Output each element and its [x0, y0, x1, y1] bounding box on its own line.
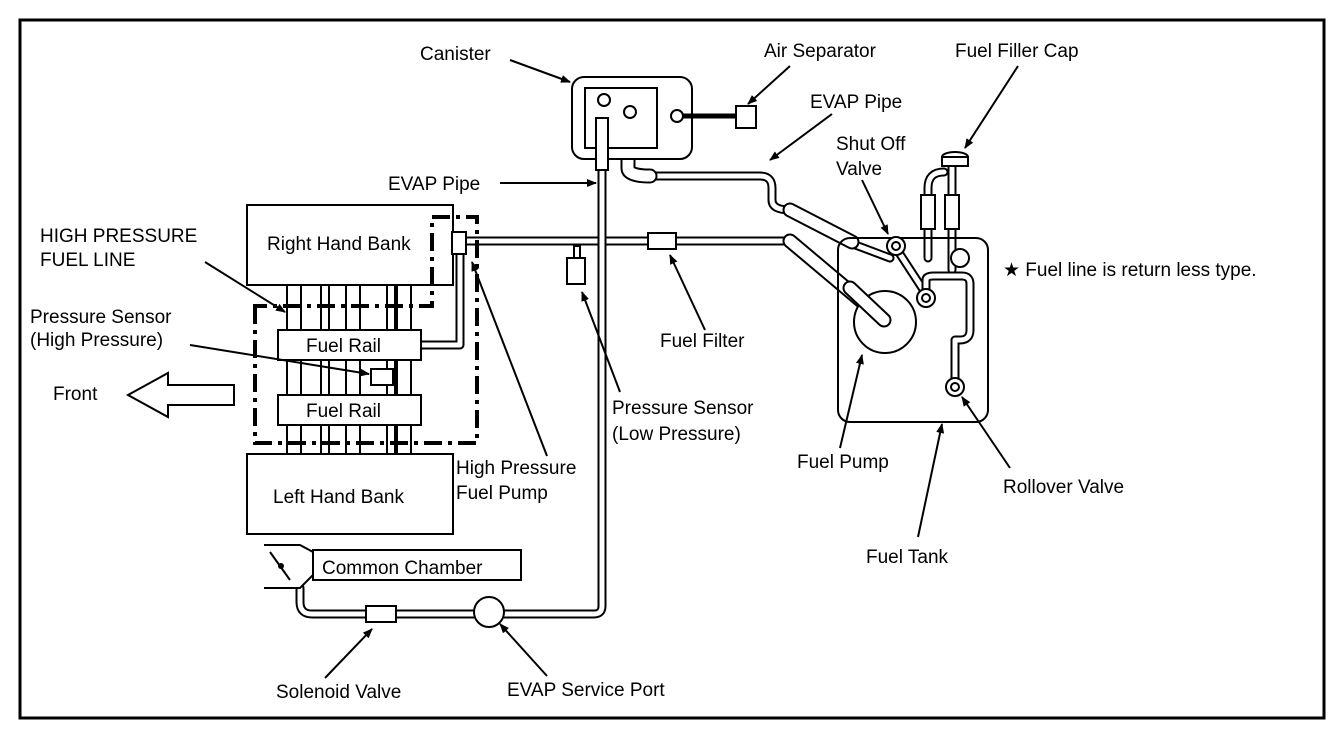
- label-high-pressure-fuel-line-1: HIGH PRESSURE: [40, 226, 197, 247]
- label-pressure-sensor-low-2: (Low Pressure): [612, 424, 741, 445]
- label-fuel-filler-cap: Fuel Filler Cap: [955, 41, 1079, 62]
- common-chamber: [264, 544, 522, 589]
- label-high-pressure-fuel-pump-1: High Pressure: [456, 458, 576, 479]
- canister: [571, 76, 693, 171]
- label-left-hand-bank: Left Hand Bank: [273, 487, 404, 508]
- leader-lines: [189, 59, 1019, 679]
- evap-line-to-chamber: [295, 583, 479, 619]
- evap-pipe-vertical: [485, 125, 607, 619]
- pressure-sensor-low: [566, 245, 586, 285]
- label-common-chamber: Common Chamber: [322, 558, 483, 579]
- front-arrow: [125, 371, 235, 419]
- label-fuel-pump: Fuel Pump: [797, 452, 889, 473]
- fuel-rail-upper: [277, 329, 422, 361]
- label-fuel-filter: Fuel Filter: [660, 331, 745, 352]
- pressure-sensor-high: [370, 368, 394, 386]
- label-fuel-rail-lower: Fuel Rail: [306, 401, 381, 422]
- label-right-hand-bank: Right Hand Bank: [267, 234, 411, 255]
- fuel-hose-to-pump-top: [842, 280, 892, 328]
- label-pressure-sensor-high-2: (High Pressure): [30, 330, 163, 351]
- left-hand-bank: [246, 453, 454, 535]
- fuel-filter: [647, 232, 677, 250]
- label-evap-service-port: EVAP Service Port: [507, 680, 665, 701]
- tank-internal-lines: [891, 243, 975, 390]
- pump-to-rail-line: [415, 247, 465, 350]
- label-pressure-sensor-low-1: Pressure Sensor: [612, 398, 754, 419]
- diagram-frame: [18, 18, 1326, 720]
- high-pressure-fuel-line-boundary: [253, 215, 479, 445]
- label-air-separator: Air Separator: [764, 41, 877, 62]
- label-shut-off-valve-1: Shut Off: [836, 134, 906, 155]
- label-high-pressure-fuel-line-2: FUEL LINE: [40, 250, 135, 271]
- label-high-pressure-fuel-pump-2: Fuel Pump: [456, 483, 548, 504]
- label-pressure-sensor-high-1: Pressure Sensor: [30, 307, 172, 328]
- evap-service-port: [473, 596, 505, 628]
- evap-hose: [782, 202, 860, 250]
- air-separator: [683, 105, 757, 129]
- label-fuel-tank: Fuel Tank: [866, 547, 949, 568]
- label-evap-pipe-mid: EVAP Pipe: [388, 174, 480, 195]
- label-rollover-valve: Rollover Valve: [1003, 477, 1124, 498]
- right-hand-bank: [246, 204, 454, 286]
- label-note: ★ Fuel line is return less type.: [1003, 260, 1257, 281]
- fuel-filler-cap: [941, 151, 969, 167]
- solenoid-valve: [365, 605, 397, 623]
- engine: [246, 204, 467, 535]
- filler-neck: [920, 157, 960, 275]
- label-shut-off-valve-2: Valve: [836, 159, 882, 180]
- label-front: Front: [53, 384, 98, 405]
- label-evap-pipe-top: EVAP Pipe: [810, 92, 902, 113]
- label-canister: Canister: [420, 44, 491, 65]
- canister-hose: [620, 140, 658, 184]
- fuel-rail-lower: [277, 394, 422, 426]
- label-fuel-rail-upper: Fuel Rail: [306, 336, 381, 357]
- label-solenoid-valve: Solenoid Valve: [276, 682, 401, 703]
